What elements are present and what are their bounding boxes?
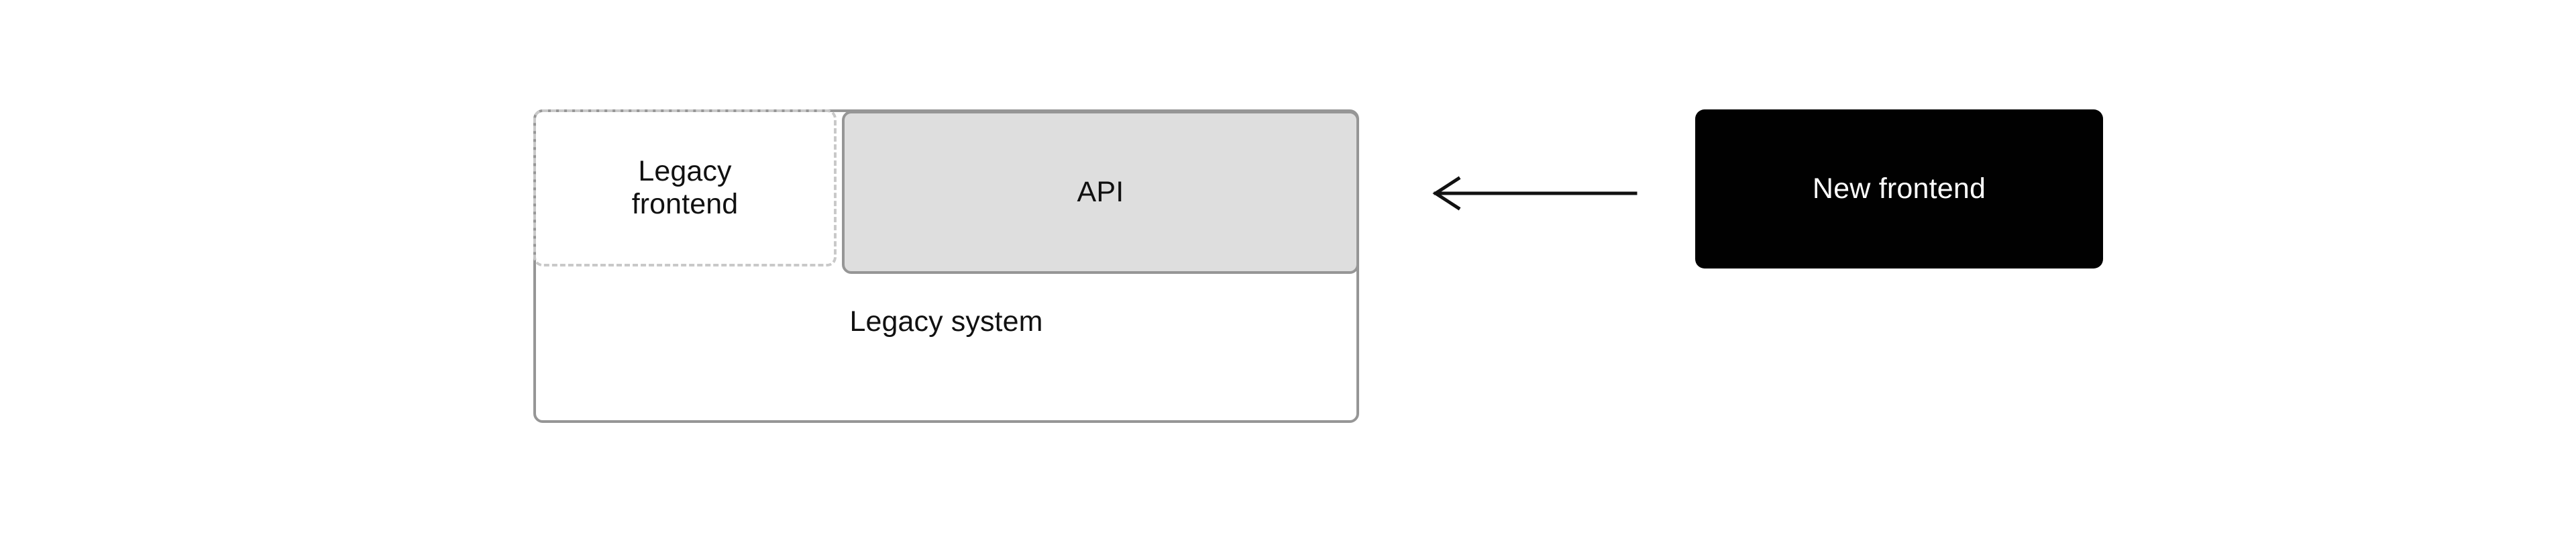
legacy-frontend-label: Legacy frontend (631, 154, 739, 220)
arrow-new-frontend-to-api (1432, 176, 1638, 211)
legacy-system-label: Legacy system (849, 305, 1043, 338)
node-legacy-frontend[interactable]: Legacy frontend (533, 109, 837, 266)
api-label: API (1077, 176, 1124, 208)
node-new-frontend[interactable]: New frontend (1695, 109, 2103, 268)
node-api[interactable]: API (842, 111, 1359, 274)
new-frontend-label: New frontend (1812, 173, 1986, 205)
arrow-head-icon (1432, 176, 1461, 211)
